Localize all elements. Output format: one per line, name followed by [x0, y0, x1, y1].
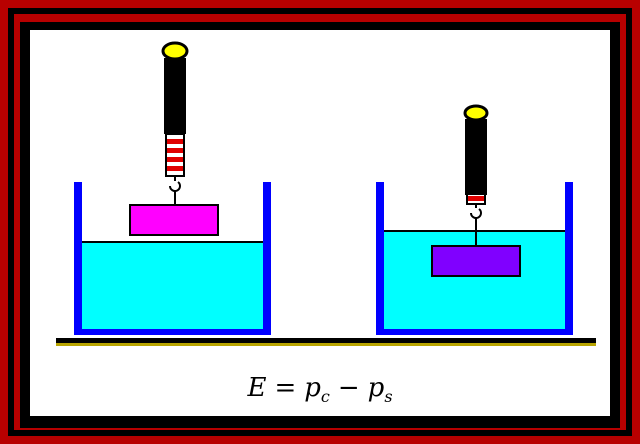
left-spring-stripe: [167, 157, 183, 162]
formula-symbol-p-second: p: [367, 373, 385, 403]
floor-shadow: [56, 343, 596, 346]
buoyancy-formula: E=pc−ps: [190, 370, 450, 406]
left-water: [80, 242, 266, 332]
right-block: [431, 245, 521, 277]
left-spring-stripe: [167, 166, 183, 171]
right-spring-stripe: [468, 196, 484, 201]
left-scale-hook: [169, 176, 181, 192]
left-wall-left: [74, 182, 82, 334]
right-spring-scale: [463, 104, 489, 246]
right-scale-ring: [463, 104, 489, 122]
formula-minus: −: [337, 373, 360, 403]
left-scale-body: [164, 58, 186, 134]
right-wall-left: [376, 182, 384, 334]
left-wall-right: [263, 182, 271, 334]
left-spring-scale: [161, 41, 189, 205]
formula-symbol-e: E: [247, 373, 267, 403]
left-scale-ring: [161, 41, 189, 61]
left-container: [74, 182, 271, 335]
formula-subscript-s: s: [384, 387, 393, 407]
formula-equals: =: [274, 373, 297, 403]
left-block: [129, 204, 219, 236]
right-container-bottom: [376, 329, 573, 335]
right-scale-body: [465, 119, 487, 195]
formula-subscript-c: c: [320, 387, 330, 407]
formula-symbol-p: p: [304, 373, 321, 403]
left-spring-stripe: [167, 139, 183, 144]
floor: [56, 338, 596, 343]
right-wall-right: [565, 182, 573, 334]
left-container-bottom: [74, 329, 271, 335]
right-scale-hook: [470, 204, 482, 219]
diagram-panel: [30, 30, 610, 416]
left-spring-stripe: [167, 148, 183, 153]
